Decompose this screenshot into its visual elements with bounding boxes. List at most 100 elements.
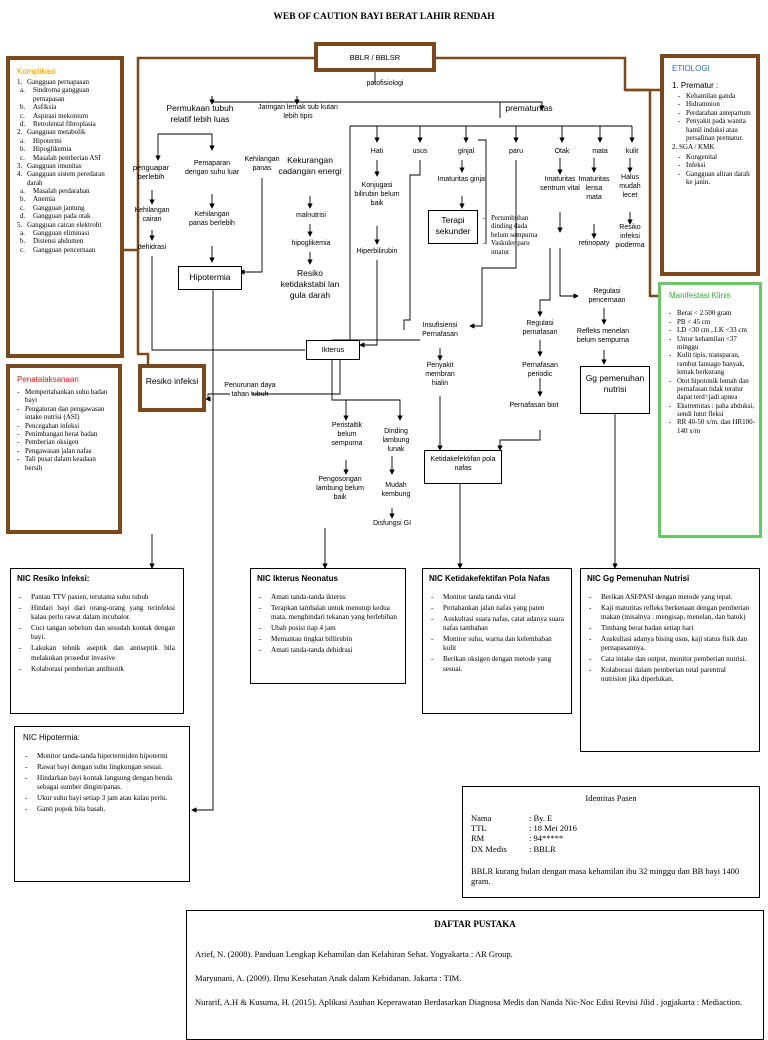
komplikasi-subitem: d. Retrolental fibroplasia <box>17 120 114 128</box>
komplikasi-heading: Komplikasi <box>17 67 56 76</box>
node-disfungsi: Disfungsi GI <box>372 520 412 527</box>
komplikasi-subitem-letter: a. <box>20 187 25 196</box>
nic-ikterus-list: Amati tanda-tanda ikterusTerapkan tambal… <box>257 593 399 656</box>
nic-resiko-infeksi-item: Lakukan tehnik aseptik dan antiseptik bi… <box>17 644 175 663</box>
komplikasi-subitem-letter: c. <box>20 245 25 254</box>
penatalaksanaan-item: Pengaturan dan pengawasan intake nutrisi… <box>17 405 112 422</box>
identitas-value: : 94***** <box>529 833 564 844</box>
nic-ikterus-item: Amati tanda-tanda dehidrasi <box>257 646 399 656</box>
komplikasi-subitem-text: Retrolental fibroplasia <box>33 119 96 128</box>
node-dinding: Dinding lambung lunak <box>382 428 410 453</box>
penatalaksanaan-item: Tali pusat dalam keadaan bersih <box>17 455 112 472</box>
nic-nafas-item: Monitor tanda tanda vital <box>429 593 565 603</box>
node-jaringan: Jaringan lemak sub kutan lebih tipis <box>258 104 338 120</box>
node-mata: mata <box>592 148 608 155</box>
manifestasi-item: Otot hipotonik lemah dan pernafasan tida… <box>669 377 755 402</box>
komplikasi-subitem-letter: a. <box>20 136 25 145</box>
node-insufisiensi: Insufisiensi Pernafasan <box>422 322 458 338</box>
bblr-box: BBLR / BBLSR <box>314 42 436 72</box>
komplikasi-item-number: 1. <box>17 78 23 86</box>
nic-resiko-infeksi-item: Pantau TTV pasien, terutama suhu tubuh <box>17 593 175 603</box>
pustaka-ref: Nurarif, A.H & Kusuma, H. (2015). Aplika… <box>195 997 743 1007</box>
etiologi-panel: ETIOLOGI 1. Prematur : Kehamilan gandaHi… <box>660 54 760 276</box>
komplikasi-subitem-text: Gangguan jantung <box>33 203 85 212</box>
etiologi-prematur-label: 1. Prematur : <box>672 81 719 90</box>
komplikasi-subitem-text: Hipoglikemia <box>33 145 72 154</box>
penatalaksanaan-item: Mempertahankan suhu badan bayi <box>17 388 112 405</box>
nic-nutrisi-item: Timbang berat badan setiap hari <box>587 624 753 634</box>
komplikasi-subitem-text: Hipotermi <box>33 136 62 145</box>
komplikasi-subitem: b. Hipoglikemia <box>17 145 114 153</box>
nic-hipotermia-item: Ganti popok bila basah. <box>23 805 181 815</box>
node-imaturitas-ginjal: Imaturitas ginjal <box>437 176 487 183</box>
nic-nutrisi-item: Kolaborasi dalam pemberian total parentr… <box>587 666 753 685</box>
etiologi-heading: ETIOLOGI <box>672 64 710 73</box>
node-mudah-kembung: Mudah kembung <box>381 482 411 498</box>
nic-nafas-item: Berikan oksigen dengan metode yang sesua… <box>429 655 565 674</box>
manifestasi-list: Berat < 2.500 gramPB < 45 cmLD <30 cm , … <box>669 309 755 435</box>
komplikasi-subitem-text: Masalah pemberian ASI <box>33 153 101 162</box>
nic-nafas-item: Auskultasi suara nafas, catat adanya sua… <box>429 615 565 634</box>
pustaka-ref: Maryunani, A. (2009). Ilmu Kesehatan Ana… <box>195 973 462 983</box>
node-imaturitas-sentrum: Imaturitas sentrum vital <box>540 176 580 192</box>
komplikasi-subitem-letter: a. <box>20 86 25 95</box>
identitas-row: RM: 94***** <box>471 833 751 843</box>
nic-hipotermia-item: Monitor tanda-tanda hipertermiden hipote… <box>23 752 181 762</box>
nic-nafas-title: NIC Ketidakefektifan Pola Nafas <box>429 574 550 583</box>
manifestasi-item: Ekstremitas : paha abduksi, sendi lutut … <box>669 402 755 419</box>
identitas-value: : BBLR <box>529 843 556 854</box>
penatalaksanaan-heading: Penatalaksanaan <box>17 375 79 384</box>
komplikasi-subitem-text: Aspirasi mekonium <box>33 111 89 120</box>
node-kehilangan-panas2: Kehilangan panas berlebih <box>189 211 235 227</box>
penatalaksanaan-panel: Penatalaksanaan Mempertahankan suhu bada… <box>6 364 122 534</box>
node-kekurangan: Kekurangan cadangan energi <box>278 155 342 177</box>
komplikasi-item-text: Gangguan sistem peredaran darah <box>27 170 105 187</box>
komplikasi-subitem-letter: d. <box>20 119 26 128</box>
node-penyakit-membran: Penyakit membran hialin <box>425 362 455 387</box>
nic-nutrisi-list: Berikan ASI/PASI dengan metode yang tepa… <box>587 593 753 685</box>
komplikasi-subitem-letter: b. <box>20 237 26 246</box>
komplikasi-subitem-letter: b. <box>20 195 26 204</box>
nic-hipotermia-box: NIC Hipotermia: Monitor tanda-tanda hipe… <box>14 726 190 882</box>
penatalaksanaan-item: Penimbangan berat badan <box>17 430 112 439</box>
komplikasi-subitem-letter: b. <box>20 103 26 112</box>
ikterus-box: Ikterus <box>306 340 360 360</box>
nic-nutrisi-item: Berikan ASI/PASI dengan metode yang tepa… <box>587 593 753 603</box>
penatalaksanaan-list: Mempertahankan suhu badan bayiPengaturan… <box>17 388 112 472</box>
node-pernafasan-biot: Pernafasan biot <box>509 402 559 409</box>
nic-resiko-infeksi-item: Hindari bayi dari orang-orang yang terin… <box>17 604 175 623</box>
manifestasi-item: LD <30 cm , LK <33 cm <box>669 326 755 335</box>
komplikasi-item-number: 5. <box>17 220 23 229</box>
komplikasi-subitem-letter: b. <box>20 145 26 154</box>
nic-nutrisi-item: Kaji maturitas refleks berkenaan dengan … <box>587 604 753 623</box>
komplikasi-subitem-text: Asfiksia <box>33 103 57 112</box>
komplikasi-subitem: a.Sindroma gangguan pernapasan <box>17 86 114 103</box>
etiologi-sga-label: 2. SGA / KMK <box>672 143 715 152</box>
nic-ikterus-title: NIC Ikterus Neonatus <box>257 574 338 583</box>
etiologi-sga-item: Kongenital <box>678 153 751 162</box>
komplikasi-subitem: a.Masalah perdarahan <box>17 187 114 195</box>
identitas-note: BBLR kurang bulan dengan masa kehamilan … <box>471 865 740 886</box>
pustaka-heading: DAFTAR PUSTAKA <box>434 919 516 929</box>
manifestasi-panel: Manifestasi Klinis Berat < 2.500 gramPB … <box>658 282 762 538</box>
node-resiko-infeksi-pioderma: Resiko infeksi pioderma <box>615 224 645 249</box>
node-permukaan: Permukaan tubuh relatif lebih luas <box>166 103 234 125</box>
node-pernafasan-periodic: Pernafasan periodic <box>522 362 558 378</box>
manifestasi-item: Kulit tipis, transparan, rambut lanuago … <box>669 351 755 376</box>
nic-hipotermia-item: Hindarkan bayi kontak langsung dengan be… <box>23 774 181 793</box>
node-hiperbilirubin: Hiperbilirubin <box>356 248 398 255</box>
identitas-key: Nama <box>471 813 492 823</box>
komplikasi-item: 3.Gangguan imunitas <box>17 162 114 170</box>
komplikasi-subitem-letter: c. <box>20 111 25 120</box>
komplikasi-subitem-text: Gangguan pada otak <box>33 212 91 221</box>
nic-nutrisi-item: Cata intake dan output, monitor pemberia… <box>587 655 753 665</box>
node-kulit: kulit <box>625 148 639 155</box>
penatalaksanaan-item: Pengawasan jalan nafas <box>17 447 112 456</box>
nic-nutrisi-item: Auskultasi adanya bising usus, kaji stat… <box>587 635 753 654</box>
pertumbuhan-item: Vaskuler paru imatur <box>483 239 545 256</box>
nic-resiko-infeksi-item: Kolaborasi pemberian antibiotik <box>17 665 175 675</box>
nic-nafas-item: Monitor suhu, warna dan kelembaban kulit <box>429 635 565 654</box>
etiologi-prematur-item: Hidramnion <box>678 100 751 109</box>
